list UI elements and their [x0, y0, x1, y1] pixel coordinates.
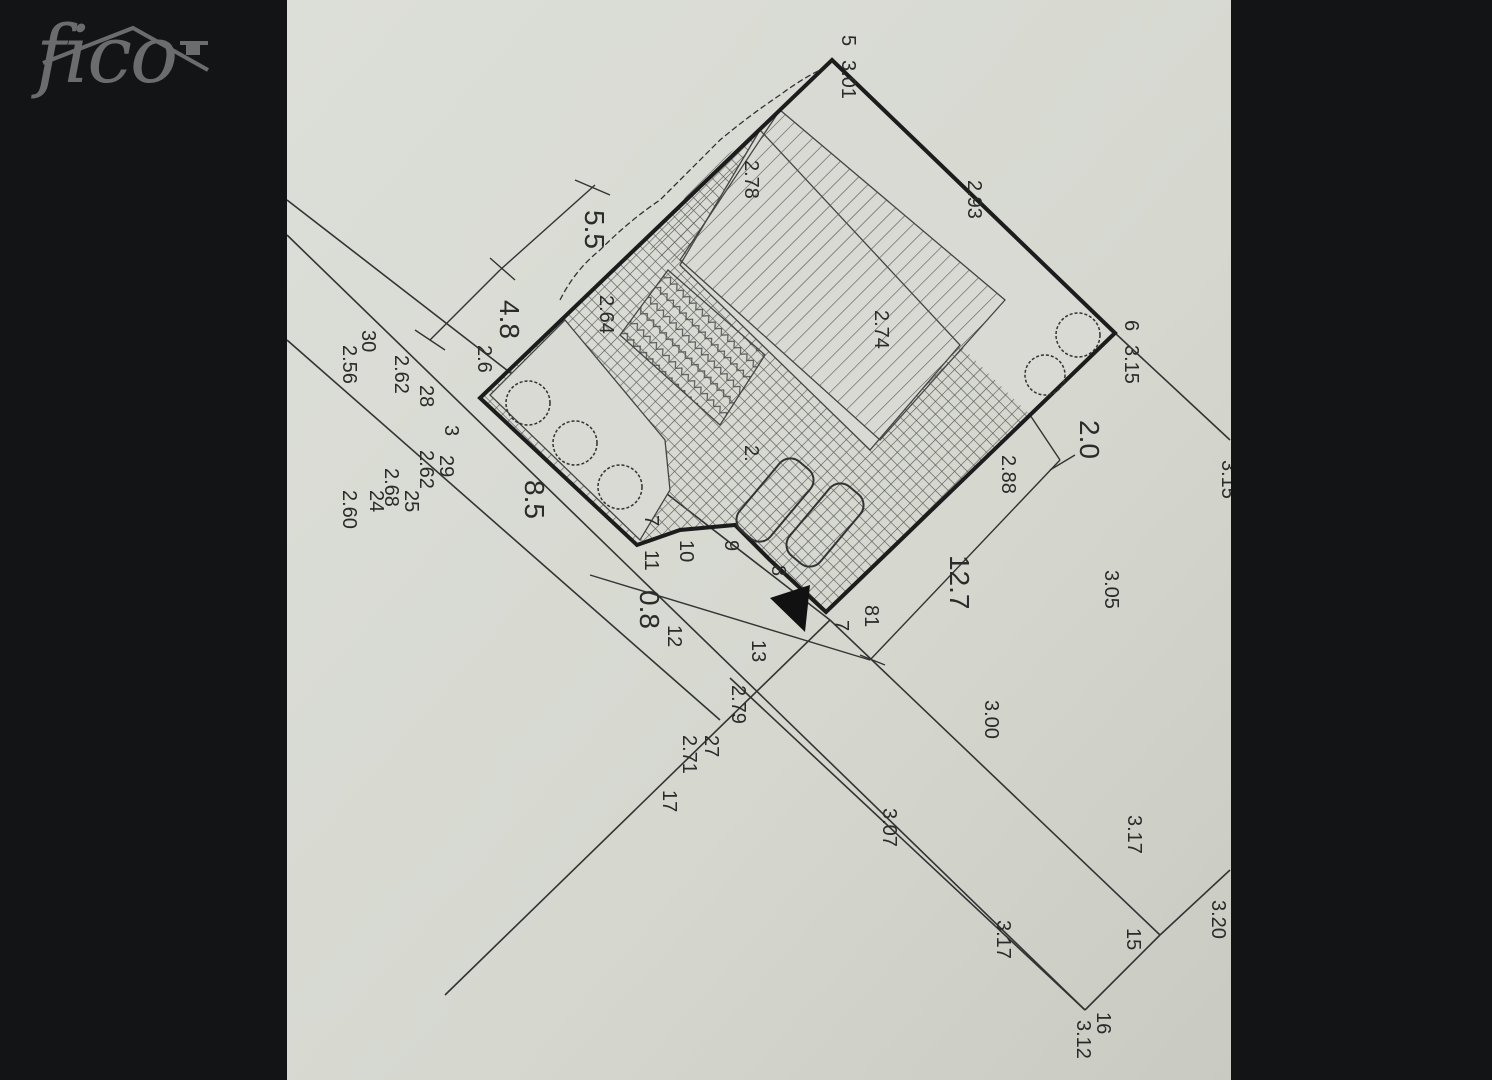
elevation-label: 3.07 — [878, 808, 900, 847]
elevation-label: 3.05 — [1100, 570, 1122, 609]
elevation-label: 2.56 — [338, 345, 360, 384]
logo-text: fico — [36, 8, 178, 101]
dimension-label: 5.5 — [579, 210, 610, 249]
point-label: 25 — [400, 490, 422, 512]
point-label: 27 — [700, 735, 722, 757]
point-label: 81 — [860, 605, 882, 627]
elevation-label: 2. — [740, 445, 762, 462]
elevation-label: 2.60 — [338, 490, 360, 529]
elevation-label: 3.12 — [1072, 1020, 1094, 1059]
elevation-label: 2.62 — [415, 450, 437, 489]
elevation-label: 2.78 — [740, 160, 762, 199]
elevation-label: 2.74 — [870, 310, 892, 349]
point-label: 16 — [1092, 1012, 1114, 1034]
elevation-label: 2.71 — [678, 735, 700, 774]
plan-drawing: 5 3.01 2.78 2.93 5.5 4.8 2.64 2.74 6 3.1… — [286, 0, 1239, 1080]
point-label: 17 — [658, 790, 680, 812]
pool — [619, 269, 766, 426]
elevation-label: 2.68 — [380, 468, 402, 507]
house-roof-icon — [42, 25, 209, 72]
point-label: 5 — [837, 35, 859, 46]
point-label: 7 — [640, 515, 662, 526]
parked-cars — [735, 457, 865, 568]
point-label: 6 — [1120, 320, 1142, 331]
plot-boundary — [477, 57, 1118, 632]
hedge-row — [559, 69, 821, 301]
entrance-arrow — [770, 585, 810, 632]
elevation-label: 3.01 — [837, 60, 859, 99]
point-label: 9 — [720, 540, 742, 551]
paper-sheet: 5 3.01 2.78 2.93 5.5 4.8 2.64 2.74 6 3.1… — [286, 0, 1239, 1080]
elevation-label: 3.20 — [1207, 900, 1229, 939]
elevation-label: 2.88 — [997, 455, 1019, 494]
point-label: 15 — [1122, 928, 1144, 950]
elevation-label: 3.15 — [1217, 460, 1231, 499]
elevation-label: 2.93 — [963, 180, 985, 219]
point-label: 7 — [830, 620, 852, 631]
point-label: 3 — [440, 425, 462, 436]
elevation-label: 3.17 — [1123, 815, 1145, 854]
point-label: 12 — [663, 625, 685, 647]
elevation-label: 3.15 — [1120, 345, 1142, 384]
point-label: 13 — [747, 640, 769, 662]
trees — [505, 312, 1101, 510]
point-label: 11 — [640, 550, 662, 571]
dimension-label: 8.5 — [519, 480, 550, 519]
point-label: 30 — [357, 330, 379, 352]
elevation-label: 2.62 — [390, 355, 412, 394]
point-label: 29 — [435, 455, 457, 477]
dimension-label: 2.0 — [1074, 420, 1105, 459]
point-label: 10 — [675, 540, 697, 562]
garden-area — [489, 319, 671, 542]
elevation-label: 2.6 — [473, 345, 495, 373]
point-label: 24 — [365, 490, 387, 512]
point-label: 8 — [767, 565, 789, 576]
dimension-label: 4.8 — [494, 300, 525, 339]
elevation-label: 3.17 — [992, 920, 1014, 959]
elevation-label: 2.79 — [727, 685, 749, 724]
point-label: 28 — [415, 385, 437, 407]
elevation-label: 3.00 — [980, 700, 1002, 739]
dimension-label: 12.7 — [944, 555, 975, 610]
fico-logo: fico — [8, 8, 213, 138]
dimension-label: 0.8 — [634, 590, 665, 629]
elevation-label: 2.64 — [595, 295, 617, 334]
dimension-lines — [414, 179, 1076, 666]
